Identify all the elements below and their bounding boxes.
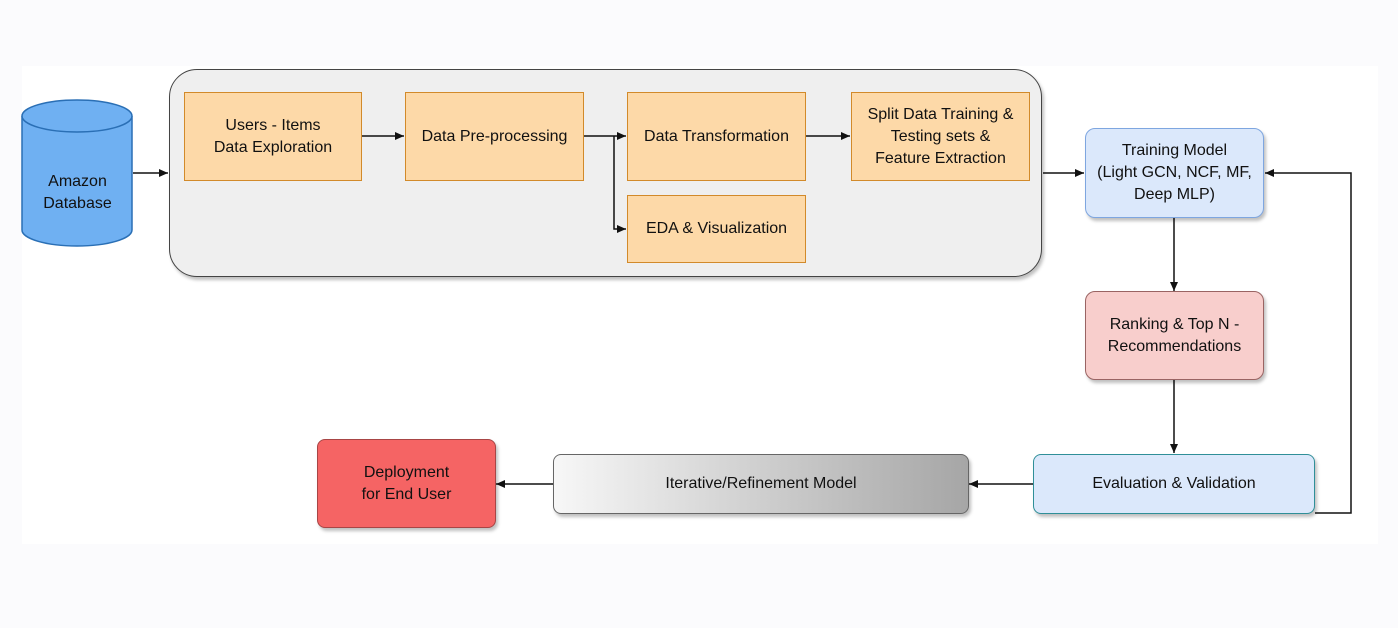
evaluation-validation-label: Evaluation & Validation: [1092, 475, 1256, 492]
split-feature-extraction-box: Split Data Training & Testing sets & Fea…: [851, 92, 1030, 181]
users-items-exploration-box: Users - Items Data Exploration: [184, 92, 362, 181]
eda-visualization-label: EDA & Visualization: [645, 220, 788, 237]
evaluation-validation-box: Evaluation & Validation: [1033, 454, 1315, 514]
ranking-recommendations-label: Ranking & Top N - Recommendations: [1107, 315, 1242, 355]
training-model-label: Training Model (Light GCN, NCF, MF, Deep…: [1097, 142, 1252, 203]
preprocessing-label: Data Pre-processing: [421, 127, 568, 145]
deployment-box: Deployment for End User: [317, 439, 496, 528]
preprocessing-box: Data Pre-processing: [405, 92, 584, 181]
deployment-label: Deployment for End User: [361, 463, 452, 503]
ranking-recommendations-box: Ranking & Top N - Recommendations: [1085, 291, 1264, 380]
transformation-box: Data Transformation: [627, 92, 806, 181]
split-feature-extraction-label: Split Data Training & Testing sets & Fea…: [867, 105, 1014, 167]
training-model-box: Training Model (Light GCN, NCF, MF, Deep…: [1085, 128, 1264, 218]
iterative-refinement-label: Iterative/Refinement Model: [665, 475, 857, 492]
transformation-label: Data Transformation: [644, 127, 789, 145]
iterative-refinement-box: Iterative/Refinement Model: [553, 454, 969, 514]
amazon-database-label: Amazon Database: [43, 173, 112, 212]
users-items-exploration-label: Users - Items Data Exploration: [213, 116, 333, 156]
eda-visualization-box: EDA & Visualization: [627, 195, 806, 263]
